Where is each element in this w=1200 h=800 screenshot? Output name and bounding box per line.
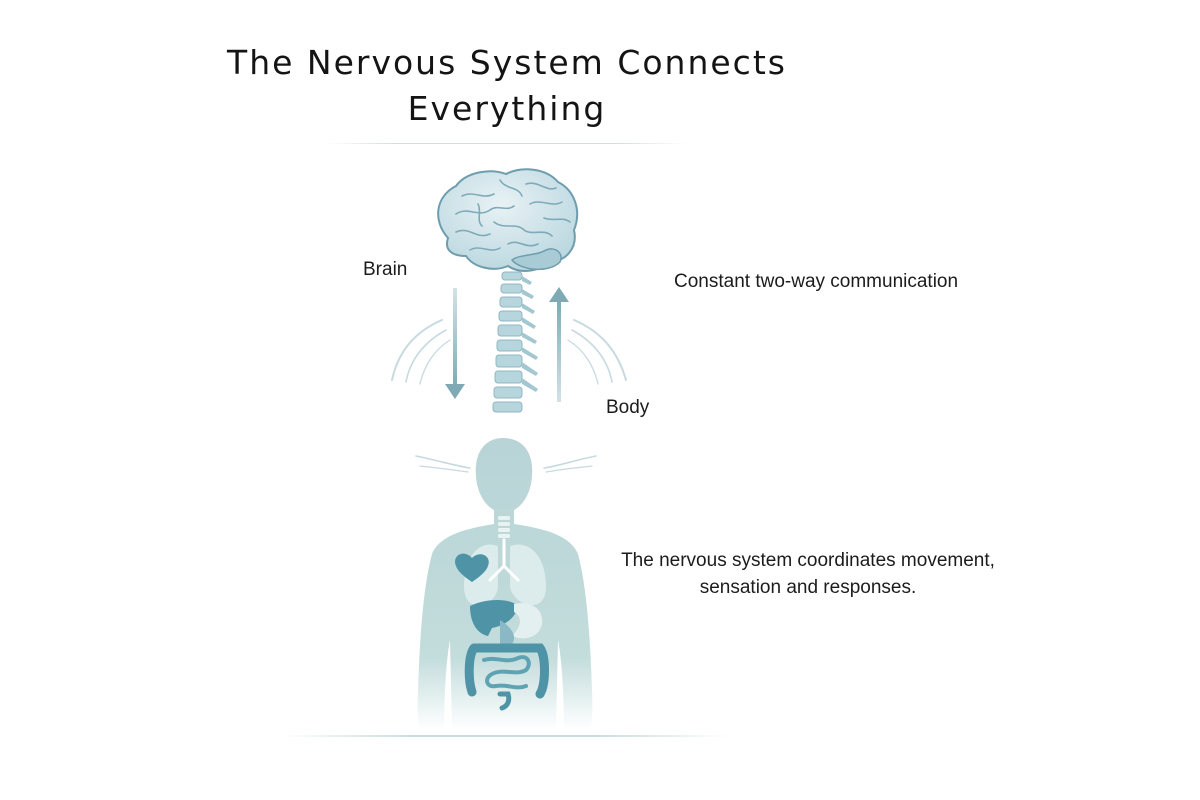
human-body-icon	[417, 438, 593, 730]
description-label: The nervous system coordinates movement,…	[621, 550, 995, 598]
spine-icon	[492, 271, 538, 413]
floor-line	[280, 735, 730, 737]
title-divider	[325, 143, 687, 144]
heart-icon	[455, 553, 489, 582]
liver-icon	[470, 600, 518, 636]
neck-spine	[498, 516, 510, 538]
body-label: Body	[606, 397, 650, 418]
communication-label: Constant two-way communication	[674, 271, 959, 292]
arrow-down-icon	[445, 288, 465, 399]
arrow-up-icon	[549, 287, 569, 402]
brain-icon	[437, 168, 579, 272]
signal-waves-icon	[391, 319, 627, 473]
intestines-icon	[464, 643, 549, 711]
diagram-title: The Nervous System Connects Everything	[227, 43, 787, 128]
brain-label: Brain	[363, 259, 408, 280]
stomach-icon	[512, 603, 543, 639]
